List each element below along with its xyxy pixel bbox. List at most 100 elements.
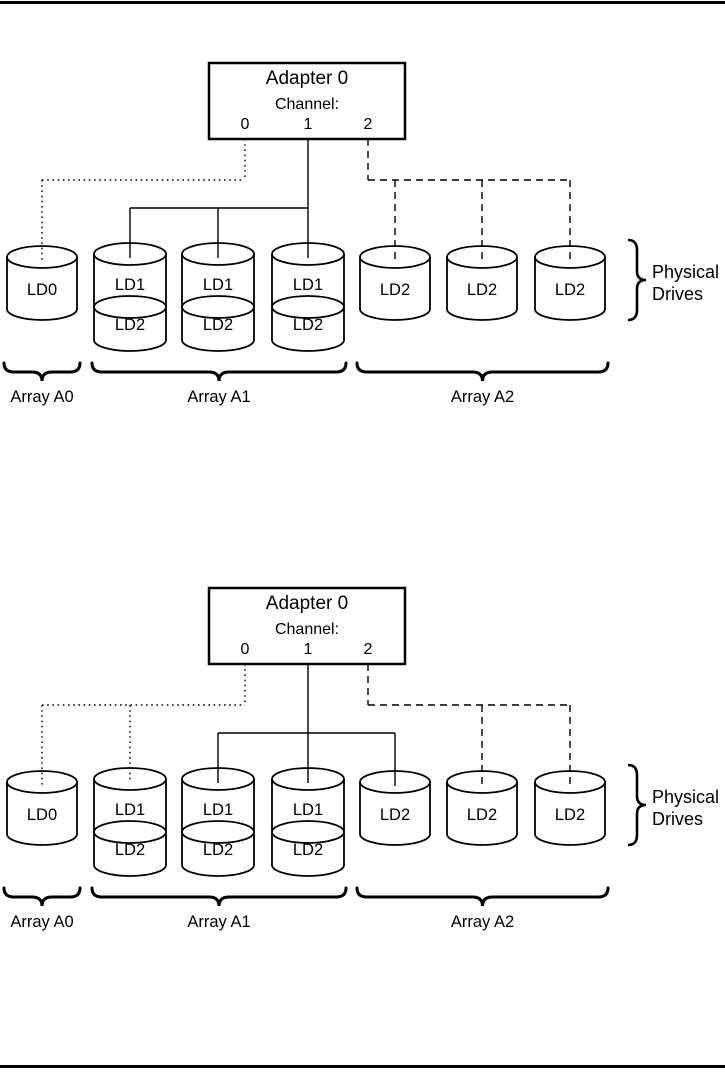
logical-drive-label: LD2 xyxy=(380,806,410,824)
array-brace xyxy=(90,361,348,382)
physical-drive-ld2: LD2 xyxy=(359,245,431,321)
physical-drives-caption-line-1: Physical xyxy=(652,262,719,282)
array-label: Array A1 xyxy=(187,913,250,931)
array-brace xyxy=(355,361,610,382)
cylinder-walls xyxy=(359,257,431,309)
cylinder-walls xyxy=(6,257,78,309)
logical-drive-label: LD1 xyxy=(115,801,145,819)
array-label: Array A0 xyxy=(10,913,73,931)
physical-drives-brace xyxy=(627,238,647,322)
physical-drive-ld0: LD0 xyxy=(6,245,78,321)
cylinder-bottom xyxy=(271,339,345,352)
physical-drive-ld2: LD2 xyxy=(446,770,518,846)
channel-0-number: 0 xyxy=(241,116,250,133)
physical-drive-ld0: LD0 xyxy=(6,770,78,846)
array-label: Array A2 xyxy=(451,388,514,406)
logical-drive-label: LD2 xyxy=(293,316,323,334)
physical-drive-ld2: LD2 xyxy=(534,770,606,846)
cylinder-bottom xyxy=(93,339,167,352)
physical-drive-ld2: LD2 xyxy=(534,245,606,321)
array-brace xyxy=(2,361,82,382)
cylinder-bottom xyxy=(6,833,78,846)
cylinder-walls xyxy=(181,779,255,865)
channel-2-number: 2 xyxy=(364,116,373,133)
cylinder-walls xyxy=(534,782,606,834)
cylinder-bottom xyxy=(6,308,78,321)
channel-1-solid-connection xyxy=(217,664,396,786)
channel-2-dashed-connection xyxy=(367,139,571,261)
logical-drive-label: LD2 xyxy=(467,281,497,299)
logical-drive-label: LD1 xyxy=(293,276,323,294)
logical-drive-label: LD2 xyxy=(293,841,323,859)
channel-heading: Channel: xyxy=(275,96,339,113)
cylinder-walls xyxy=(271,779,345,865)
array-brace xyxy=(2,886,82,907)
cylinder-walls xyxy=(271,254,345,340)
logical-drive-label: LD1 xyxy=(293,801,323,819)
array-label: Array A0 xyxy=(10,388,73,406)
logical-drive-label: LD2 xyxy=(115,316,145,334)
logical-drive-label: LD2 xyxy=(115,841,145,859)
logical-drive-label: LD0 xyxy=(27,806,57,824)
adapter-box xyxy=(207,586,407,666)
channel-1-number: 1 xyxy=(304,641,313,658)
top-rule xyxy=(0,1,725,4)
channel-1-solid-connection xyxy=(129,139,309,258)
cylinder-bottom xyxy=(271,864,345,877)
cylinder-divider xyxy=(271,820,345,844)
cylinder-bottom xyxy=(181,339,255,352)
logical-drive-label: LD1 xyxy=(203,801,233,819)
cylinder-bottom xyxy=(446,833,518,846)
cylinder-top xyxy=(6,770,78,794)
logical-drive-label: LD2 xyxy=(203,316,233,334)
cylinder-divider xyxy=(93,820,167,844)
cylinder-walls xyxy=(359,782,431,834)
logical-drive-label: LD2 xyxy=(555,806,585,824)
adapter-title: Adapter 0 xyxy=(266,68,348,89)
channel-2-number: 2 xyxy=(364,641,373,658)
channel-0-number: 0 xyxy=(241,641,250,658)
logical-drive-label: LD2 xyxy=(555,281,585,299)
array-brace xyxy=(355,886,610,907)
adapter-title: Adapter 0 xyxy=(266,593,348,614)
cylinder-walls xyxy=(6,782,78,834)
cylinder-bottom xyxy=(359,308,431,321)
array-label: Array A1 xyxy=(187,388,250,406)
cylinder-walls xyxy=(446,782,518,834)
bottom-rule xyxy=(0,1065,725,1068)
cylinder-walls xyxy=(93,779,167,865)
channel-1-number: 1 xyxy=(304,116,313,133)
cylinder-top xyxy=(6,245,78,269)
physical-drive-ld2: LD2 xyxy=(359,770,431,846)
cylinder-divider xyxy=(271,295,345,319)
cylinder-bottom xyxy=(534,308,606,321)
physical-drives-caption-line-1: Physical xyxy=(652,787,719,807)
logical-drive-label: LD2 xyxy=(380,281,410,299)
logical-drive-label: LD1 xyxy=(203,276,233,294)
cylinder-bottom xyxy=(93,864,167,877)
cylinder-walls xyxy=(93,254,167,340)
logical-drive-label: LD1 xyxy=(115,276,145,294)
cylinder-walls xyxy=(446,257,518,309)
cylinder-bottom xyxy=(359,833,431,846)
adapter-box xyxy=(207,61,407,141)
cylinder-divider xyxy=(181,295,255,319)
cylinder-divider xyxy=(93,295,167,319)
cylinder-walls xyxy=(181,254,255,340)
physical-drives-caption-line-2: Drives xyxy=(652,284,703,304)
cylinder-walls xyxy=(534,257,606,309)
logical-drive-label: LD0 xyxy=(27,281,57,299)
cylinder-bottom xyxy=(446,308,518,321)
cylinder-bottom xyxy=(534,833,606,846)
channel-heading: Channel: xyxy=(275,621,339,638)
